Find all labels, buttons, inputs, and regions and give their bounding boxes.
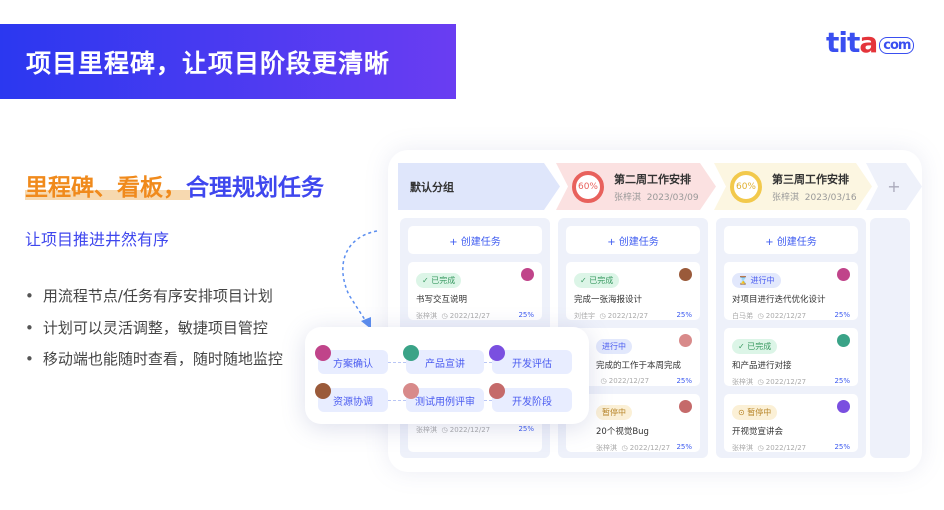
headline-orange: 里程碑、看板，	[25, 175, 186, 201]
avatar	[489, 383, 505, 399]
task-progress: 25%	[834, 443, 850, 451]
bullet-item: 移动端也能随时查看，随时随地监控	[25, 348, 283, 369]
flow-connector	[388, 400, 406, 401]
avatar	[315, 345, 331, 361]
avatar	[679, 400, 692, 413]
flow-popup: 方案确认产品宣讲开发评估资源协调测试用例评审开发阶段	[305, 327, 589, 424]
task-card[interactable]: ✓ 已完成 完成一张海报设计 刘佳宇 ◷ 2022/12/27 25%	[566, 262, 700, 320]
flow-node[interactable]: 产品宣讲	[406, 350, 484, 374]
task-title: 对项目进行迭代优化设计	[732, 295, 826, 305]
task-progress: 25%	[676, 377, 692, 385]
group-header-week2[interactable]: 60% 第二周工作安排张梓淇 2023/03/09	[556, 163, 716, 210]
status-badge: ⌛ 进行中	[732, 273, 781, 288]
task-card[interactable]: ✓ 已完成 和产品进行对接 张梓淇 ◷ 2022/12/27 25%	[724, 328, 858, 386]
avatar	[521, 268, 534, 281]
task-owner: 张梓淇	[416, 426, 437, 434]
task-date: ◷ 2022/12/27	[757, 378, 807, 386]
task-date: ◷ 2022/12/27	[441, 312, 491, 320]
avatar	[679, 268, 692, 281]
flow-connector	[484, 400, 492, 401]
task-card[interactable]: ✓ 已完成 书写交互说明 张梓淇 ◷ 2022/12/27 25%	[408, 262, 542, 320]
avatar	[403, 383, 419, 399]
dashed-arrow-icon	[342, 230, 378, 329]
task-card[interactable]: ⊙ 暂停中 开视觉宣讲会 张梓淇 ◷ 2022/12/27 25%	[724, 394, 858, 452]
status-badge: ✓ 已完成	[416, 273, 462, 288]
avatar	[837, 268, 850, 281]
task-progress: 25%	[834, 311, 850, 319]
bullet-item: 用流程节点/任务有序安排项目计划	[25, 285, 273, 306]
avatar	[679, 334, 692, 347]
flow-connector	[388, 362, 406, 363]
empty-column	[870, 218, 910, 458]
task-title: 书写交互说明	[416, 295, 468, 305]
task-progress: 25%	[676, 311, 692, 319]
task-owner: 张梓淇	[732, 378, 753, 386]
status-badge: ⊙ 暂停中	[732, 405, 778, 420]
task-owner: 张梓淇	[416, 312, 437, 320]
task-progress: 25%	[676, 443, 692, 451]
task-date: ◷ 2022/12/27	[441, 426, 491, 434]
progress-ring: 60%	[572, 171, 604, 203]
task-owner: 张梓淇	[596, 444, 617, 452]
title-banner: 项目里程碑，让项目阶段更清晰	[0, 24, 456, 99]
flow-node[interactable]: 开发评估	[492, 350, 572, 374]
task-progress: 25%	[518, 311, 534, 319]
task-date: ◷ 2022/12/27	[600, 377, 650, 385]
task-date: ◷ 2022/12/27	[757, 444, 807, 452]
task-title: 和产品进行对接	[732, 361, 792, 371]
task-title: 完成一张海报设计	[574, 295, 643, 305]
status-badge: ✓ 已完成	[574, 273, 620, 288]
group-header-week3[interactable]: 60% 第三周工作安排张梓淇 2023/03/16	[714, 163, 872, 210]
status-badge: 暂停中	[596, 405, 632, 420]
headline: 里程碑、看板，合理规划任务	[25, 168, 324, 202]
progress-ring: 60%	[730, 171, 762, 203]
avatar	[315, 383, 331, 399]
task-progress: 25%	[518, 425, 534, 433]
kanban-column: + 创建任务 ⌛ 进行中 对项目进行迭代优化设计 白马弟 ◷ 2022/12/27…	[716, 218, 866, 458]
task-title: 开视觉宣讲会	[732, 427, 784, 437]
avatar	[837, 400, 850, 413]
task-owner: 张梓淇	[732, 444, 753, 452]
task-progress: 25%	[834, 377, 850, 385]
task-date: ◷ 2022/12/27	[757, 312, 807, 320]
task-owner: 刘佳宇	[574, 312, 595, 320]
add-group-button[interactable]: +	[866, 163, 922, 210]
task-owner: 白马弟	[732, 312, 753, 320]
avatar	[489, 345, 505, 361]
avatar	[403, 345, 419, 361]
flow-node[interactable]: 测试用例评审	[406, 388, 484, 412]
group-header-default[interactable]: 默认分组	[398, 163, 560, 210]
task-date: ◷ 2022/12/27	[599, 312, 649, 320]
avatar	[837, 334, 850, 347]
task-title: 完成的工作于本周完成	[596, 361, 682, 371]
create-task-button[interactable]: + 创建任务	[566, 226, 700, 254]
banner-title: 项目里程碑，让项目阶段更清晰	[26, 48, 391, 78]
flow-connector	[484, 362, 492, 363]
create-task-button[interactable]: + 创建任务	[408, 226, 542, 254]
task-card[interactable]: ⌛ 进行中 对项目进行迭代优化设计 白马弟 ◷ 2022/12/27 25%	[724, 262, 858, 320]
status-badge: ✓ 已完成	[732, 339, 778, 354]
task-title: 20个视觉Bug	[596, 427, 649, 437]
task-date: ◷ 2022/12/27	[621, 444, 671, 452]
create-task-button[interactable]: + 创建任务	[724, 226, 858, 254]
subtitle: 让项目推进井然有序	[25, 230, 170, 249]
headline-blue: 合理规划任务	[186, 175, 324, 201]
flow-node[interactable]: 开发阶段	[492, 388, 572, 412]
bullet-item: 计划可以灵活调整，敏捷项目管控	[25, 317, 268, 338]
status-badge: 进行中	[596, 339, 632, 354]
